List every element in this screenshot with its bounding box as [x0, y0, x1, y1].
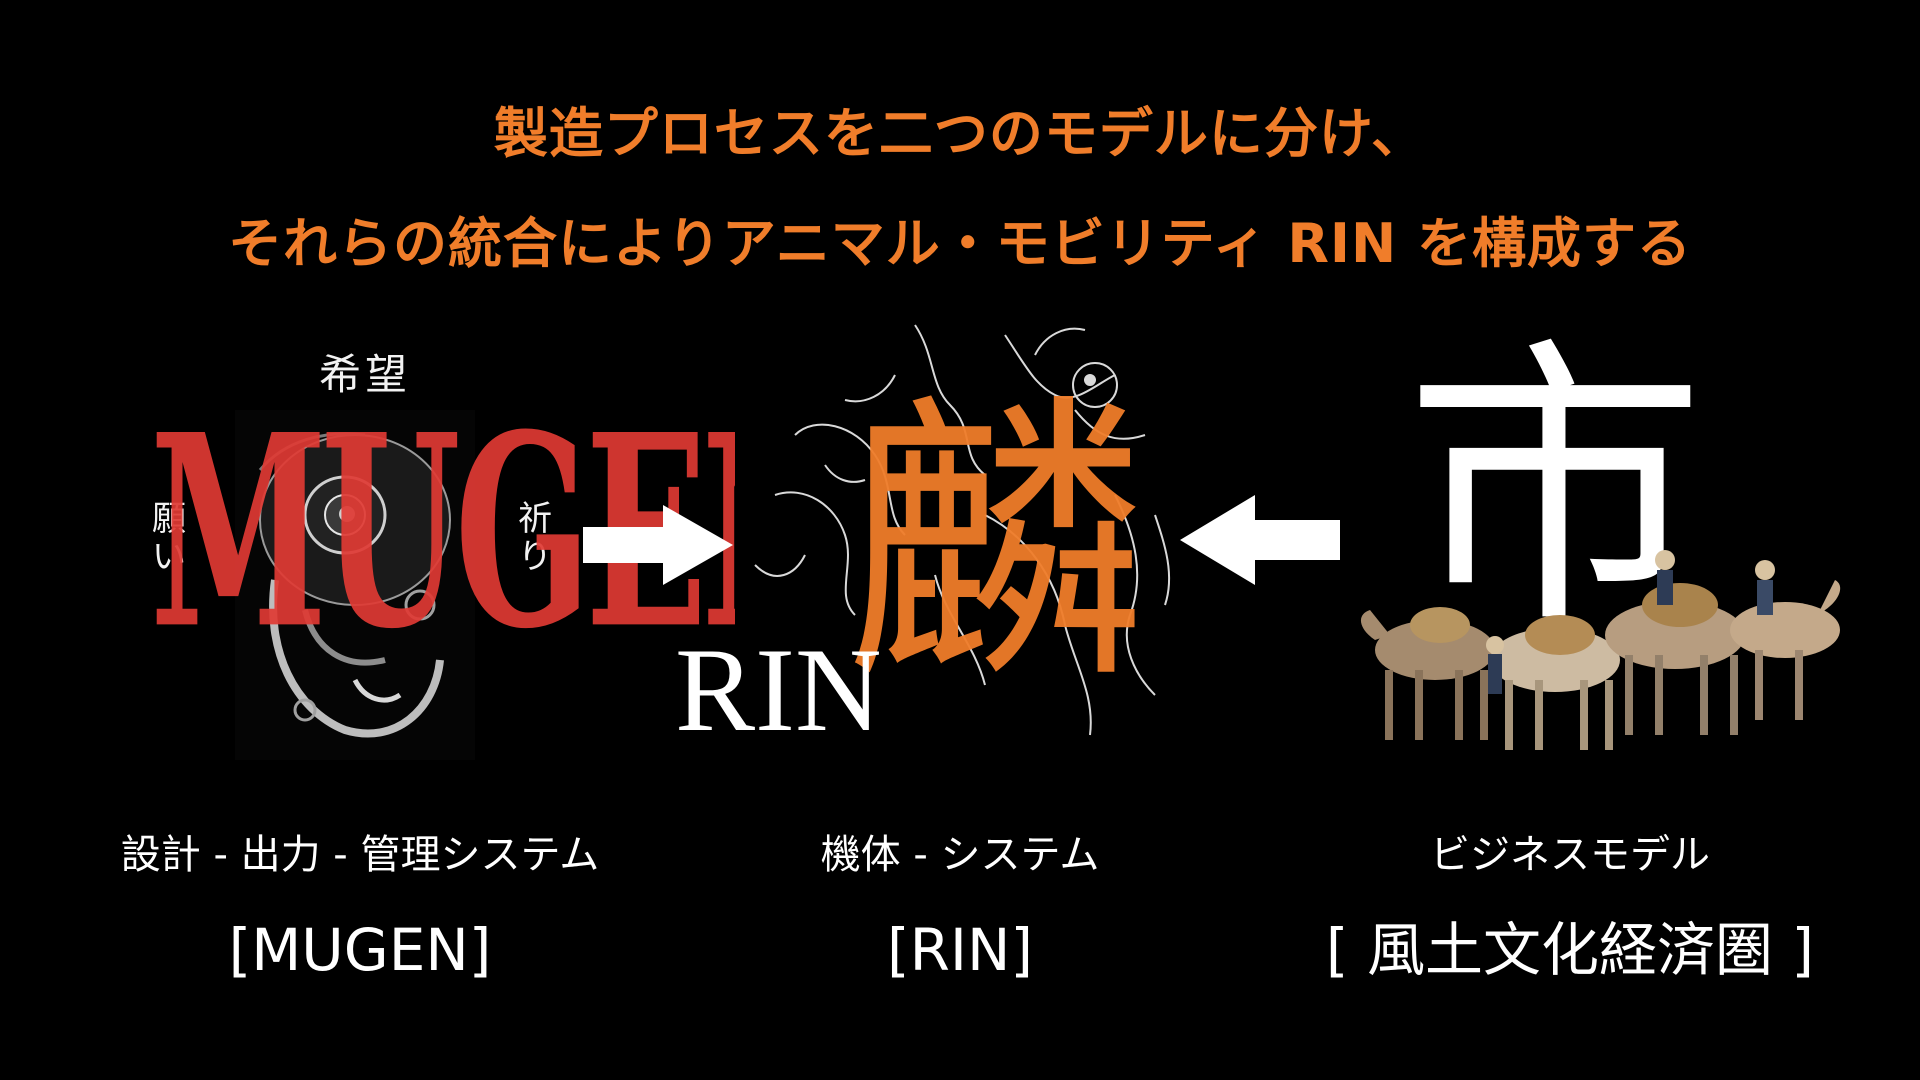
mugen-caption: 設計 - 出力 - 管理システム [60, 830, 660, 880]
mugen-overlay-text: MUGEN [150, 400, 570, 664]
market-panel: 市 [1345, 360, 1845, 770]
title-line-1: 製造プロセスを二つのモデルに分け、 [0, 102, 1920, 166]
rin-latin-text: RIN [675, 630, 882, 750]
rin-name: [RIN] [710, 915, 1210, 985]
title-line-2: それらの統合によりアニマル・モビリティ RIN を構成する [0, 212, 1920, 276]
mugen-name: [MUGEN] [60, 915, 660, 985]
rin-panel: 麟 RIN [735, 315, 1185, 765]
pack-horses-illustration [1345, 540, 1845, 770]
arrow-left-icon [1180, 495, 1340, 585]
arrow-right-icon [583, 505, 733, 585]
market-name: [ 風土文化経済圏 ] [1260, 915, 1880, 985]
rin-caption: 機体 - システム [710, 830, 1210, 880]
market-caption: ビジネスモデル [1300, 830, 1840, 880]
mugen-panel: 希望 願い 祈り MUGEN [140, 330, 580, 770]
